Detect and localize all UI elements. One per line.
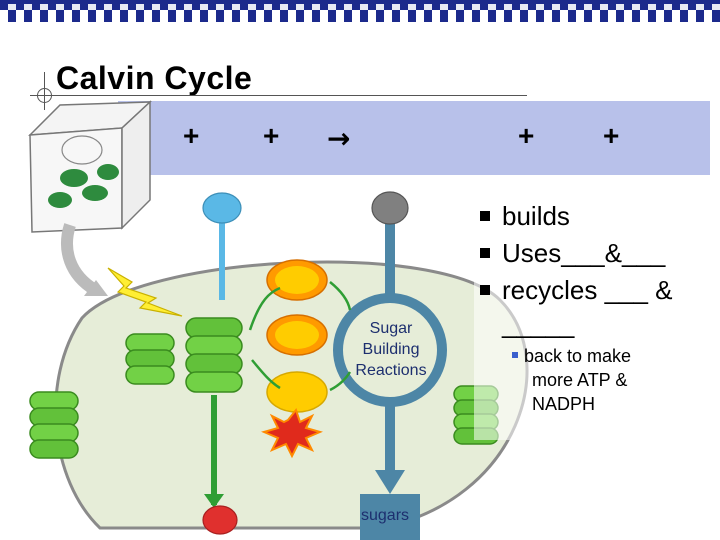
bullet-text: _____ [502,309,575,339]
cycle-label-line: Reactions [355,362,427,379]
equation-plus-2: + [263,120,280,151]
equation-plus-3: + [518,120,535,151]
bullet-continuation: _____ [480,309,673,339]
cycle-arrow-1 [329,281,352,311]
equation-plus-4: + [603,120,620,151]
sub-bullet-text: NADPH [532,394,596,414]
equation-arrow: → [327,122,351,155]
bullet-marker [480,285,490,295]
sub-bullet-line: back to make [512,344,631,368]
cycle-label-line: Building [362,341,420,358]
sub-bullet-text: more ATP & [532,370,628,390]
sub-bullet: back to make more ATP & NADPH [512,344,631,416]
output-molecule-bottom [202,505,238,535]
slide-title: Calvin Cycle [56,60,253,96]
cycle-arrow-2 [329,371,352,392]
energy-burst-icon [261,407,323,459]
thylakoid-stack-bottom-left [29,391,79,459]
sub-bullet-line: NADPH [512,392,631,416]
zoom-arrowhead [84,280,108,296]
top-bar-pattern-lower [0,10,720,22]
cycle-label-line: Sugar [369,320,413,337]
equation-plus-1: + [183,120,200,151]
title-underline [30,95,527,96]
recycle-arrow-down [251,359,281,390]
bullet-item: builds [480,198,673,235]
bullet-text: Uses___&___ [502,238,666,268]
sub-bullet-marker [512,352,518,358]
equation-band [118,101,710,175]
top-bar-pattern [8,4,720,10]
sugars-label: sugars [361,507,410,524]
bullet-item: Uses___&___ [480,235,673,272]
output-arrowhead-left [204,494,224,508]
sub-bullet-line: more ATP & [512,368,631,392]
carrier-orange-core [275,266,319,294]
thylakoid-stack-left [125,333,175,385]
sugar-output-arrowhead [375,470,405,494]
zoom-arrow [61,223,99,296]
cycle-label: Sugar Building Reactions [345,318,437,381]
bullet-list: builds Uses___&___ recycles ___ & _____ [480,198,673,339]
sub-bullet-text: back to make [524,346,632,366]
carrier-yellow [266,371,328,413]
bullet-text: recycles ___ & [502,275,673,305]
bullet-marker [480,248,490,258]
bullet-text: builds [502,201,570,231]
text-panel [474,180,720,440]
input-molecule-top [202,192,242,224]
co2-input-molecule [371,191,409,225]
sunlight-icon [107,267,183,317]
bullet-item: recycles ___ & [480,272,673,309]
carrier-orange-2-core [275,321,319,349]
thylakoid-stack-main [185,317,243,393]
sugar-output-box [360,494,420,540]
bullet-marker [480,211,490,221]
plant-cell-icon [28,100,152,233]
recycle-arrow-up [248,286,281,331]
